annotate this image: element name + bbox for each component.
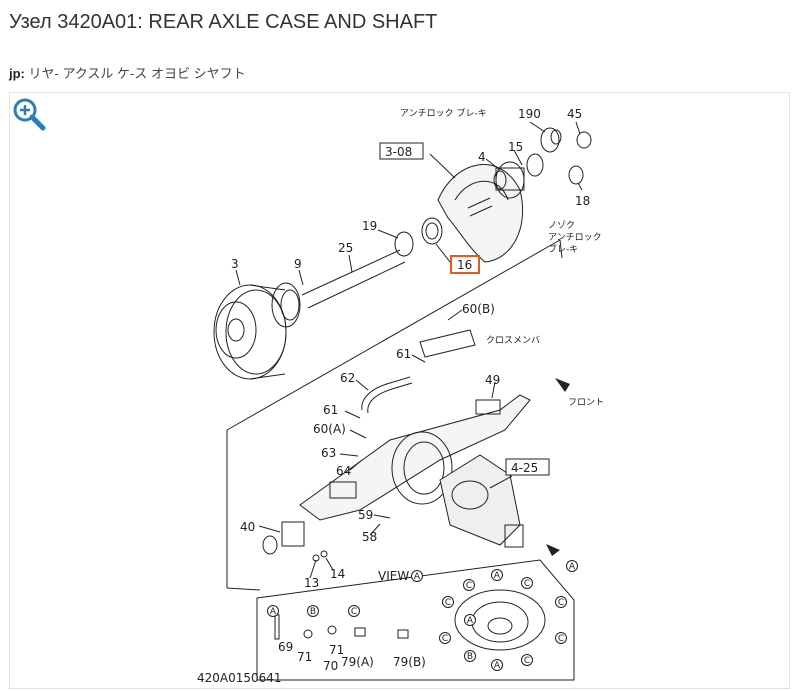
svg-text:A: A: [569, 562, 576, 572]
svg-text:A: A: [494, 661, 501, 671]
circle-letter-c-legend: C: [348, 605, 360, 617]
svg-text:B: B: [467, 652, 473, 662]
circle-letter-b-bottom: B: [464, 650, 476, 662]
circle-letter-b-legend: B: [307, 605, 319, 617]
ref-label-16: 16: [457, 258, 472, 272]
svg-text:A: A: [414, 572, 421, 582]
part-label-18[interactable]: 18: [575, 194, 590, 208]
part-label-79b[interactable]: 79(B): [393, 655, 426, 669]
ref-box-4-25[interactable]: 4-25: [505, 458, 550, 476]
zoom-in-icon: [13, 98, 46, 131]
part-label-45[interactable]: 45: [567, 107, 582, 121]
svg-text:C: C: [558, 634, 564, 644]
part-label-79a[interactable]: 79(A): [341, 655, 374, 669]
part-label-49[interactable]: 49: [485, 373, 500, 387]
drawing-number: 420A0150641: [197, 671, 282, 685]
circle-letter-a-bottom: A: [491, 659, 503, 671]
part-label-61-lower[interactable]: 61: [323, 403, 338, 417]
part-label-9[interactable]: 9: [294, 257, 302, 271]
circle-letter-c-left: C: [442, 596, 454, 608]
jp-part-name: リヤ- アクスル ケ-ス オヨビ シヤフト: [28, 66, 246, 81]
ref-box-3-08[interactable]: 3-08: [379, 142, 424, 160]
circle-letter-c-far-right: C: [555, 632, 567, 644]
zoom-in-button[interactable]: [11, 96, 47, 132]
ref-label-4-25: 4-25: [511, 461, 538, 475]
circle-letter-c-right: C: [555, 596, 567, 608]
part-label-25[interactable]: 25: [338, 241, 353, 255]
part-label-61-upper[interactable]: 61: [396, 347, 411, 361]
part-label-59[interactable]: 59: [358, 508, 373, 522]
note-antilock-brake: アンチロック ブレ-キ: [400, 107, 487, 119]
circle-letter-a-view: A: [411, 570, 423, 582]
ref-box-16-highlighted[interactable]: 16: [450, 255, 480, 274]
circle-letter-a-top: A: [491, 569, 503, 581]
note-view-a: VIEW: [378, 569, 409, 583]
circle-letter-c-top-right: C: [521, 577, 533, 589]
svg-text:C: C: [524, 579, 530, 589]
svg-text:A: A: [467, 616, 474, 626]
note-non-antilock-1: ノゾク: [548, 220, 575, 231]
svg-text:C: C: [558, 598, 564, 608]
part-label-62[interactable]: 62: [340, 371, 355, 385]
page-title: Узел 3420A01: REAR AXLE CASE AND SHAFT: [9, 11, 438, 33]
note-non-antilock-2: アンチロック: [548, 232, 602, 243]
note-non-antilock-3: ブレ-キ: [548, 243, 578, 255]
note-crossmember: クロスメンバ: [486, 335, 540, 346]
svg-text:C: C: [524, 656, 530, 666]
part-label-40[interactable]: 40: [240, 520, 255, 534]
part-label-69[interactable]: 69: [278, 640, 293, 654]
circle-letter-a-legend: A: [267, 605, 279, 617]
jp-label: jp:: [9, 66, 25, 81]
svg-text:C: C: [445, 598, 451, 608]
note-front: フロント: [568, 398, 604, 408]
svg-text:A: A: [494, 571, 501, 581]
circle-letter-c-bottom-right: C: [521, 654, 533, 666]
part-label-15[interactable]: 15: [508, 140, 523, 154]
part-label-190[interactable]: 190: [518, 107, 541, 121]
circle-letter-a-arrow: A: [566, 560, 578, 572]
circle-letter-c-far-left: C: [439, 632, 451, 644]
part-label-60b[interactable]: 60(B): [462, 302, 495, 316]
svg-text:C: C: [351, 607, 357, 617]
part-label-4[interactable]: 4: [478, 150, 486, 164]
jp-name-row: jp: リヤ- アクスル ケ-ス オヨビ シヤフト: [9, 63, 246, 82]
part-label-64[interactable]: 64: [336, 464, 351, 478]
svg-text:A: A: [270, 607, 277, 617]
svg-text:B: B: [310, 607, 316, 617]
svg-text:C: C: [466, 581, 472, 591]
circle-letter-c-top-left: C: [463, 579, 475, 591]
part-label-71-b[interactable]: 71: [329, 643, 344, 657]
part-label-63[interactable]: 63: [321, 446, 336, 460]
part-label-58[interactable]: 58: [362, 530, 377, 544]
part-label-14[interactable]: 14: [330, 567, 345, 581]
part-label-13[interactable]: 13: [304, 576, 319, 590]
part-label-3[interactable]: 3: [231, 257, 239, 271]
part-label-19[interactable]: 19: [362, 219, 377, 233]
part-label-71-a[interactable]: 71: [297, 650, 312, 664]
part-label-70[interactable]: 70: [323, 659, 338, 673]
circle-letter-a-left: A: [464, 614, 476, 626]
ref-label-3-08: 3-08: [385, 145, 412, 159]
part-label-60a[interactable]: 60(A): [313, 422, 346, 436]
diagram-frame: [9, 92, 790, 689]
svg-text:C: C: [442, 634, 448, 644]
